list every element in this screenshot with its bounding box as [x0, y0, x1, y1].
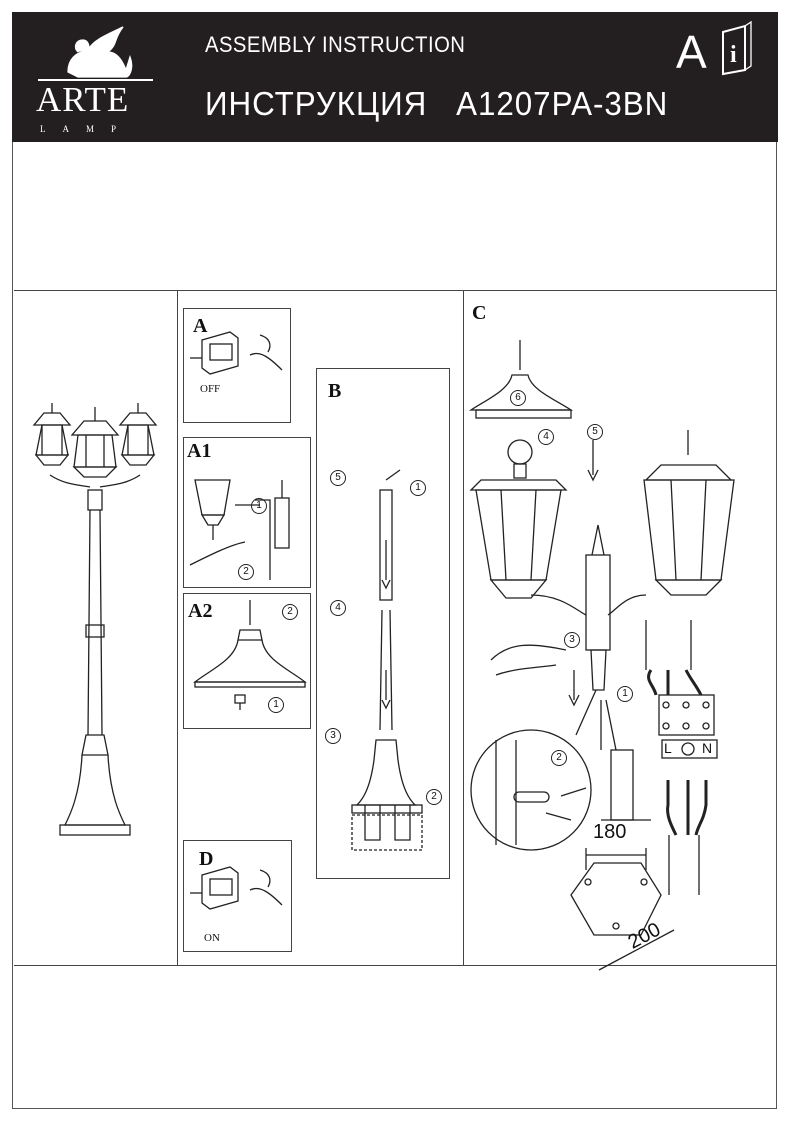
- step-number: 4: [538, 429, 554, 445]
- step-number: 2: [426, 789, 442, 805]
- terminal-neutral-label: N: [702, 740, 713, 756]
- lamp-head-wiring-illustration: [468, 340, 735, 971]
- step-number: 4: [330, 600, 346, 616]
- switch-on-illustration: [190, 866, 283, 910]
- lamp-overview-illustration: [32, 403, 158, 836]
- lantern-left: [32, 403, 72, 466]
- column-divider: [177, 290, 178, 966]
- switch-off-illustration: [190, 331, 283, 375]
- step-a-box: [183, 308, 291, 423]
- step-a-label: A: [193, 315, 208, 337]
- terminal-live-label: L: [664, 740, 672, 756]
- step-number: 5: [587, 424, 603, 440]
- step-b-label: B: [328, 380, 342, 402]
- dimension-180: 180: [593, 821, 627, 843]
- title-russian-model: ИНСТРУКЦИЯ A1207PA-3BN: [205, 85, 669, 122]
- language-letter: A: [676, 26, 707, 78]
- step-a2-box: [183, 593, 311, 729]
- step-number: 1: [251, 498, 267, 514]
- header-bar: [12, 12, 778, 142]
- lantern-roof-illustration: [193, 600, 307, 710]
- step-a2-label: A2: [188, 600, 213, 622]
- instruction-panel: [14, 290, 776, 966]
- step-number: 1: [410, 480, 426, 496]
- step-number: 6: [510, 390, 526, 406]
- step-d-label: D: [199, 848, 214, 870]
- step-number: 5: [330, 470, 346, 486]
- step-number: 2: [551, 750, 567, 766]
- title-english: ASSEMBLY INSTRUCTION: [205, 32, 466, 57]
- switch-state-on: ON: [204, 932, 220, 944]
- step-number: 1: [268, 697, 284, 713]
- step-number: 2: [238, 564, 254, 580]
- column-divider: [463, 290, 464, 966]
- step-number: 1: [617, 686, 633, 702]
- svg-text:i: i: [730, 42, 737, 68]
- step-a1-label: A1: [187, 440, 212, 462]
- step-number: 3: [325, 728, 341, 744]
- pole-assembly-illustration: [351, 469, 423, 851]
- step-number: 2: [282, 604, 298, 620]
- manual-book-icon: i: [722, 20, 752, 76]
- griffin-logo-icon: [38, 26, 153, 81]
- switch-state-off: OFF: [200, 383, 221, 395]
- step-a1-box: [183, 437, 311, 588]
- brand-logo: ARTE: [36, 80, 130, 119]
- step-c-label: C: [472, 302, 487, 324]
- step-number: 3: [564, 632, 580, 648]
- brand-sub: LAMP: [40, 124, 134, 134]
- step-b-box: [316, 368, 450, 879]
- step-d-box: [183, 840, 292, 952]
